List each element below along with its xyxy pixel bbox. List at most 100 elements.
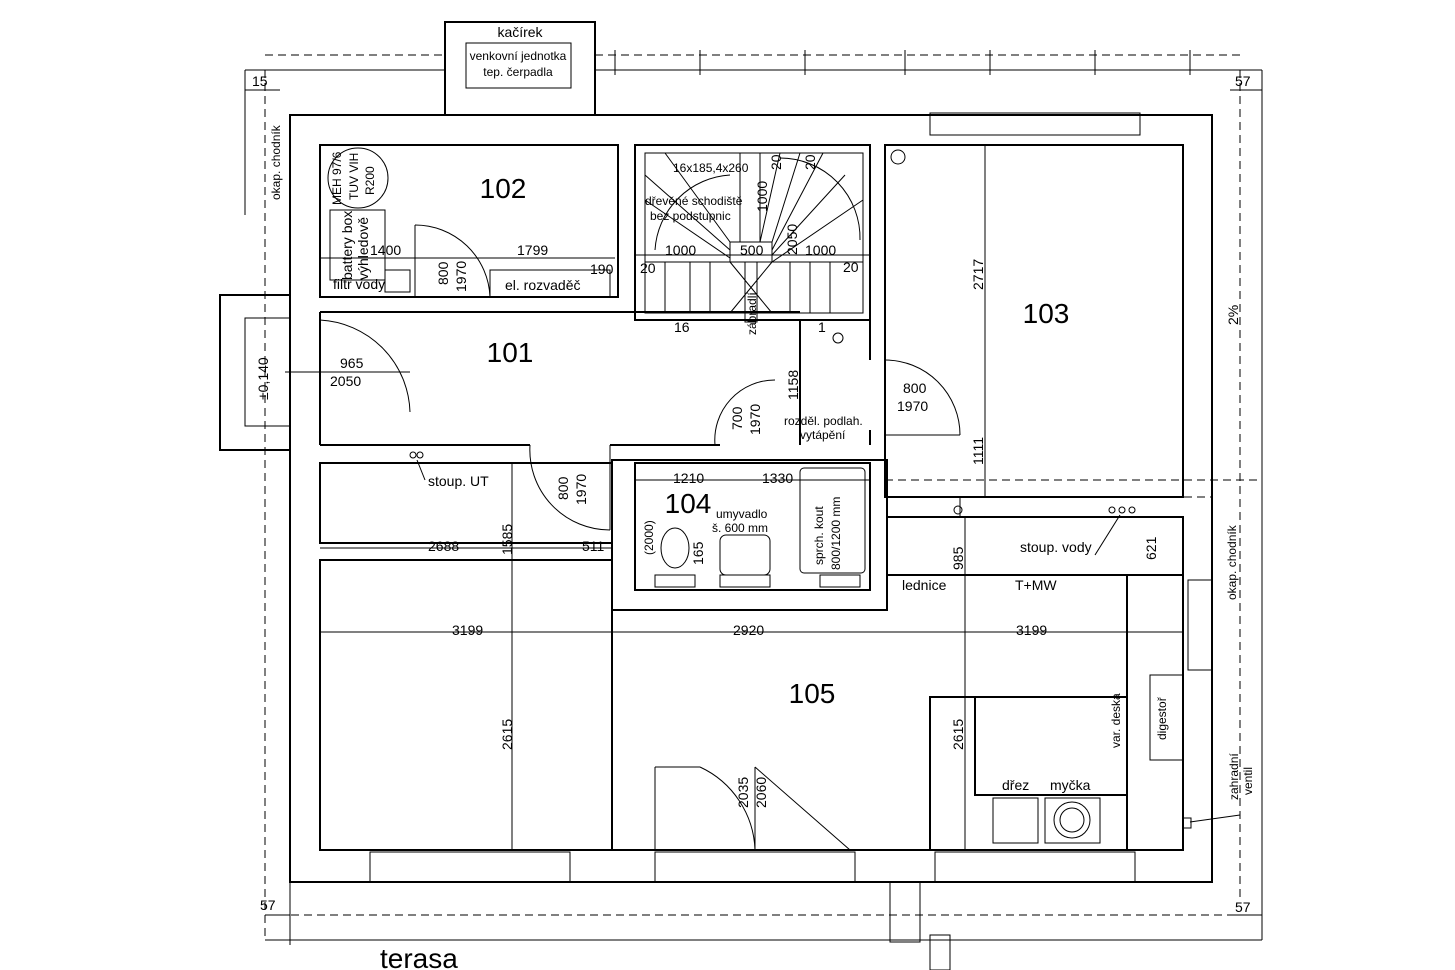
dim-700: 700 — [729, 406, 745, 430]
dim-800-102: 800 — [435, 261, 451, 285]
dim-1799: 1799 — [517, 242, 548, 258]
distributor-label-2: vytápění — [800, 428, 846, 442]
dim-20-b: 20 — [802, 154, 818, 170]
battery-box — [329, 209, 386, 281]
boiler-tank — [327, 147, 389, 209]
dim-1400: 1400 — [370, 242, 401, 258]
water-filter — [384, 269, 411, 293]
dim-1970-102: 1970 — [453, 261, 469, 292]
dim-2060: 2060 — [753, 777, 769, 808]
door-swing-105 — [529, 444, 611, 531]
dim-800-105: 800 — [555, 476, 571, 500]
dishwasher-label: myčka — [1050, 777, 1091, 793]
boiler-label-1: MEH 97/6 — [330, 151, 344, 205]
riser-water-label: stoup. vody — [1020, 539, 1092, 555]
inner-walls — [319, 144, 1262, 851]
room-101: 101 — [487, 337, 534, 368]
dim-500: 500 — [740, 242, 764, 258]
dim-511: 511 — [582, 538, 605, 554]
room-103: 103 — [1023, 298, 1070, 329]
dim-2050-v: 2050 — [784, 224, 800, 255]
dim-15: 15 — [252, 73, 268, 89]
okap-left-label: okap. chodník — [269, 124, 283, 200]
battery-label-2: výhledově — [355, 217, 371, 280]
railing-label: zábradlí — [745, 292, 759, 335]
wc-height-label: (2000) — [642, 520, 656, 555]
dim-1970-103: 1970 — [897, 398, 928, 414]
shower-tray — [799, 467, 866, 574]
okap-right-label: okap. chodník — [1225, 524, 1239, 600]
dim-2050-101: 2050 — [330, 373, 361, 389]
dim-1111: 1111 — [970, 437, 986, 465]
dim-965: 965 — [340, 355, 364, 371]
dim-2920: 2920 — [733, 622, 764, 638]
dim-57-tr: 57 — [1235, 73, 1251, 89]
hob-label: var. deska — [1109, 693, 1123, 748]
heat-pump-unit — [465, 42, 572, 89]
site-boundary — [244, 50, 1263, 941]
dim-1210: 1210 — [673, 470, 704, 486]
dim-1: 1 — [818, 319, 826, 335]
room-104: 104 — [665, 488, 712, 519]
riser-water-icon — [1108, 506, 1116, 514]
dim-1000-v: 1000 — [754, 181, 770, 212]
dishwasher — [1044, 797, 1101, 844]
room-105: 105 — [789, 678, 836, 709]
room-102: 102 — [480, 173, 527, 204]
dim-57-br: 57 — [1235, 899, 1251, 915]
boiler-label-2: TUV VIH — [347, 153, 361, 200]
dim-1585: 1585 — [499, 524, 515, 555]
stairs-spec: 16x185,4x260 — [673, 161, 749, 175]
dim-165: 165 — [690, 541, 706, 565]
garden-valve-label-2: ventil — [1241, 767, 1255, 795]
dim-1000-r: 1000 — [805, 242, 836, 258]
level-label: ±0,140 — [255, 357, 271, 400]
washbasin-label-2: š. 600 mm — [712, 521, 768, 535]
hood-label: digestoř — [1155, 696, 1169, 740]
dim-800-103: 800 — [903, 380, 927, 396]
sink — [992, 797, 1039, 844]
outer-walls — [219, 112, 1213, 945]
stairs-label-2: bez podstupnic — [650, 209, 731, 223]
door-swing-103 — [884, 359, 961, 436]
dim-3199-r: 3199 — [1016, 622, 1047, 638]
slope-label: 2% — [1225, 305, 1241, 325]
washbasin-label-1: umyvadlo — [716, 507, 768, 521]
door-swing-102 — [414, 224, 491, 298]
dim-1970-105: 1970 — [573, 474, 589, 505]
garden-valve-icon — [1182, 817, 1192, 829]
wc-bowl — [660, 527, 690, 569]
boiler-label-3: R200 — [363, 166, 377, 195]
dim-1970-104: 1970 — [747, 404, 763, 435]
dim-20-c: 20 — [640, 260, 656, 276]
dim-1330: 1330 — [762, 470, 793, 486]
dim-3199-l: 3199 — [452, 622, 483, 638]
dim-2615-r: 2615 — [950, 719, 966, 750]
dim-20-d: 20 — [843, 259, 859, 275]
dim-16: 16 — [674, 319, 690, 335]
dim-20-a: 20 — [768, 154, 784, 170]
fridge-label: lednice — [902, 577, 947, 593]
dim-621: 621 — [1143, 536, 1159, 560]
switchboard-label: el. rozvaděč — [505, 277, 580, 293]
level-box — [244, 317, 291, 427]
riser-ut-icon — [409, 451, 417, 459]
filter-label: filtr vody — [333, 276, 385, 292]
tmw-label: T+MW — [1015, 577, 1057, 593]
distributor-label-1: rozděl. podlah. — [784, 414, 863, 428]
hood-box — [1149, 674, 1184, 761]
terrace-label: terasa — [380, 943, 458, 970]
garden-valve-label-1: zahradní — [1227, 753, 1241, 800]
dim-57-bl: 57 — [260, 897, 276, 913]
dim-2688: 2688 — [428, 538, 459, 554]
washbasin — [719, 534, 771, 576]
battery-label-1: battery box — [339, 211, 355, 280]
dim-1000-l: 1000 — [665, 242, 696, 258]
staircase — [644, 152, 864, 344]
sink-label: dřez — [1002, 777, 1029, 793]
dim-2615-l: 2615 — [499, 719, 515, 750]
heat-pump-label-1: venkovní jednotka — [470, 49, 567, 63]
dim-985: 985 — [950, 546, 966, 570]
shower-label-1: sprch. kout — [812, 506, 826, 565]
